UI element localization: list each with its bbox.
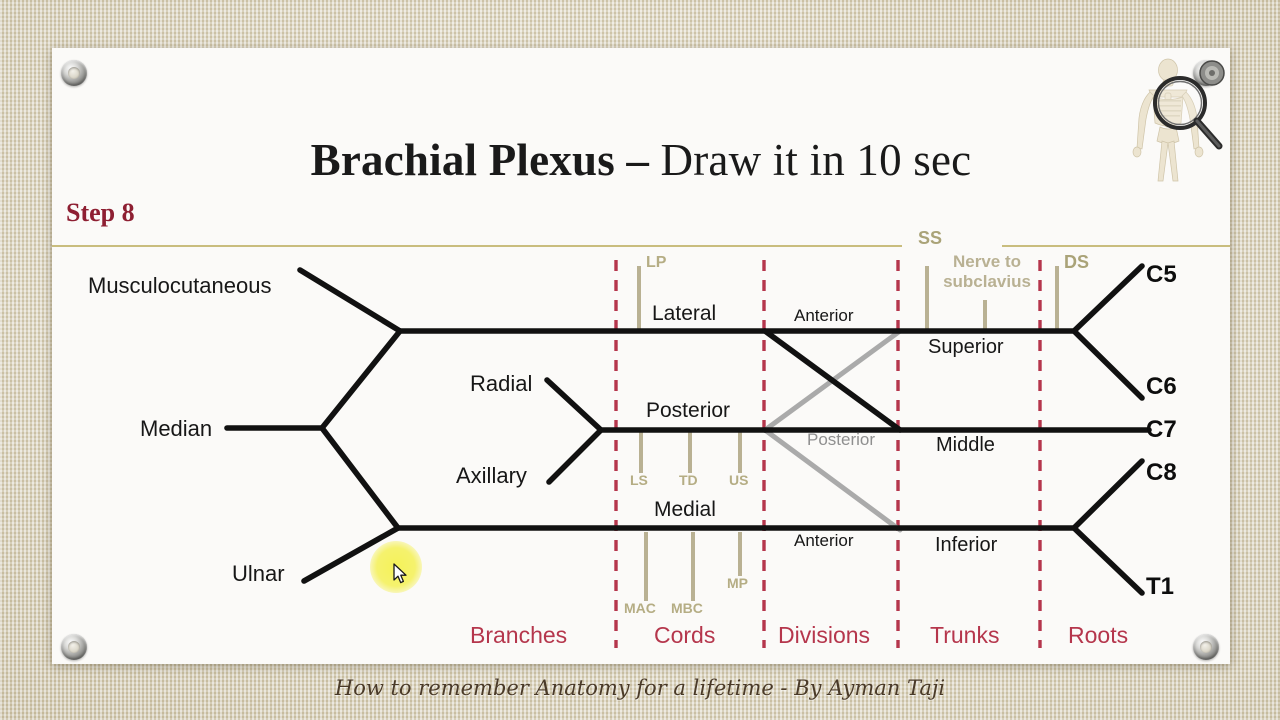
category-label-divisions: Divisions: [778, 622, 871, 648]
gold-divider-right: [1002, 245, 1230, 247]
category-label-cords: Cords: [654, 622, 716, 648]
corner-screw-icon: [1193, 634, 1219, 660]
page-title: Brachial Plexus – Draw it in 10 sec: [52, 134, 1230, 186]
nerve-line-group: [224, 263, 1152, 596]
branch-label-ulnar: Ulnar: [232, 561, 285, 586]
footer-caption: How to remember Anatomy for a lifetime -…: [334, 676, 946, 700]
line-anterior-division-upper: [762, 328, 903, 433]
magnifying-glass-icon: [1153, 76, 1223, 150]
mouse-pointer-icon: [393, 563, 407, 584]
branch-label-axillary: Axillary: [456, 463, 527, 488]
cord-label-lateral: Lateral: [652, 302, 717, 325]
trunk-branch-label-nerve-to-subclavius: Nerve to subclavius: [932, 252, 1042, 292]
root-label-c5: C5: [1146, 261, 1177, 288]
title-light: Draw it in 10 sec: [660, 135, 972, 185]
line-root-c6: [1071, 328, 1145, 401]
corner-screw-icon: [61, 60, 87, 86]
section-divider-group: [614, 260, 1042, 648]
category-label-roots: Roots: [1068, 622, 1129, 648]
line-median-medial-head: [319, 425, 401, 531]
root-label-c6: C6: [1146, 373, 1177, 400]
line-axillary: [546, 427, 604, 485]
trunk-label-inferior: Inferior: [935, 534, 998, 556]
cord-label-posterior: Posterior: [646, 399, 731, 422]
line-root-t1: [1071, 525, 1145, 596]
cord-branch-label-mp: MP: [727, 575, 748, 591]
category-label-branches: Branches: [470, 622, 568, 648]
cord-branch-label-mac: MAC: [624, 600, 656, 616]
cord-branch-label-us: US: [729, 472, 749, 488]
lens-cap-icon: [1199, 60, 1225, 86]
division-label-anterior-upper: Anterior: [794, 306, 854, 325]
line-median-lateral-head: [319, 328, 403, 431]
division-label-posterior: Posterior: [807, 430, 876, 449]
posterior-division-inferior: [762, 427, 903, 533]
line-radial: [544, 377, 604, 433]
cord-branch-label-td: TD: [679, 472, 698, 488]
trunk-label-superior: Superior: [928, 336, 1004, 358]
branch-label-musculocutaneous: Musculocutaneous: [88, 273, 272, 298]
trunk-branch-label-ds: DS: [1064, 252, 1090, 272]
gold-divider-left: [52, 245, 902, 247]
root-label-t1: T1: [1146, 573, 1175, 600]
root-label-c7: C7: [1146, 416, 1177, 443]
nerve-to-subclavius-line1: Nerve to: [952, 252, 1022, 271]
title-strong: Brachial Plexus –: [310, 135, 661, 185]
cord-branch-label-ls: LS: [630, 472, 648, 488]
slide-card: Brachial Plexus – Draw it in 10 sec Step…: [52, 48, 1230, 664]
line-root-c8: [1071, 458, 1145, 531]
step-label: Step 8: [66, 198, 135, 227]
nerve-to-subclavius-line2: subclavius: [943, 272, 1031, 291]
cord-branch-label-lp: LP: [646, 254, 667, 271]
category-label-trunks: Trunks: [930, 622, 1000, 648]
brachial-plexus-diagram: [224, 260, 1152, 648]
corner-screw-icon: [61, 634, 87, 660]
skeleton-icon: [1132, 58, 1225, 182]
cord-branch-label-mbc: MBC: [671, 600, 703, 616]
trunk-branch-label-ss: SS: [910, 228, 951, 249]
line-ulnar: [301, 525, 401, 584]
root-label-c8: C8: [1146, 459, 1177, 486]
trunk-label-middle: Middle: [936, 434, 995, 456]
branch-label-radial: Radial: [470, 371, 533, 396]
branch-label-median: Median: [140, 416, 213, 441]
cord-label-medial: Medial: [654, 498, 716, 521]
small-branch-tick-group: [637, 266, 1059, 601]
line-root-c5: [1071, 263, 1145, 334]
division-label-anterior-lower: Anterior: [794, 531, 854, 550]
line-musculocutaneous: [297, 267, 403, 334]
